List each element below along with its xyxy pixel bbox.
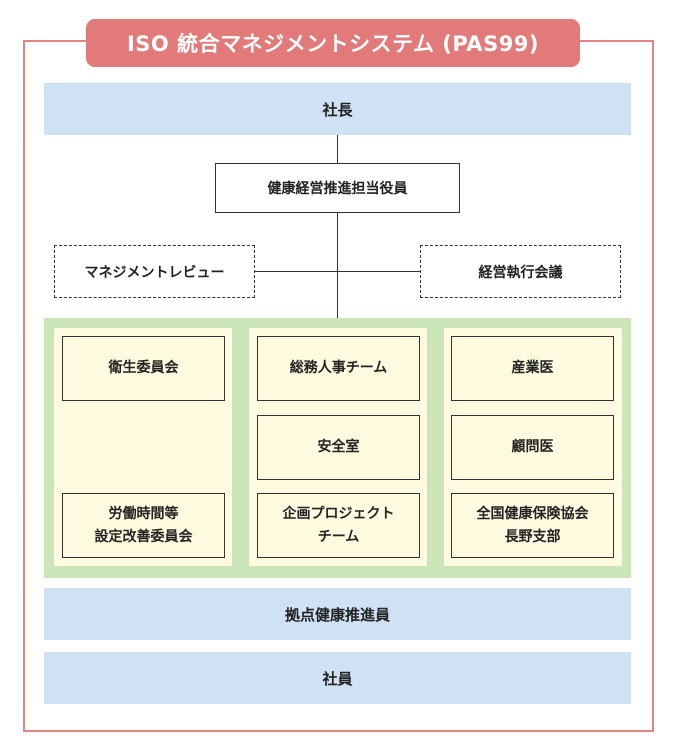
president-band: 社長 [44,83,631,135]
health-insurance-association-box: 全国健康保険協会 長野支部 [451,493,614,558]
industrial-physician-box: 産業医 [451,336,614,401]
general-affairs-team-box: 総務人事チーム [257,336,420,401]
working-hours-committee-box: 労働時間等 設定改善委員会 [62,493,225,558]
officer-box: 健康経営推進担当役員 [215,163,460,213]
executive-meeting-box: 経営執行会議 [420,245,621,298]
health-committee-box: 衛生委員会 [62,336,225,401]
connector-officer-green [337,212,338,328]
advisory-physician-box: 顧問医 [451,415,614,480]
management-review-box: マネジメントレビュー [54,245,255,298]
connector-president-officer [337,135,338,163]
site-promoter-band: 拠点健康推進員 [44,588,631,640]
safety-office-box: 安全室 [257,415,420,480]
connector-horizontal [254,271,420,272]
diagram-title: ISO 統合マネジメントシステム (PAS99) [86,19,580,67]
planning-project-team-box: 企画プロジェクト チーム [257,493,420,558]
employees-band: 社員 [44,652,631,704]
